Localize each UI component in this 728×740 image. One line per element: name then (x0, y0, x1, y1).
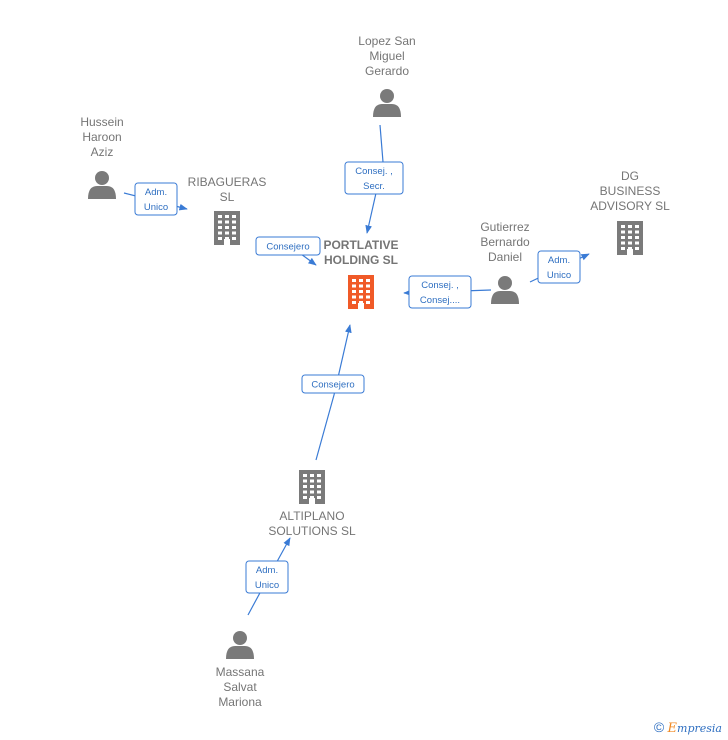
building-icon (617, 221, 643, 255)
building-icon (214, 211, 240, 245)
edge-label-text: Consejero (311, 380, 354, 391)
node-label: RIBAGUERAS (188, 175, 267, 189)
edge-label-text: Unico (255, 580, 279, 591)
edge-ribagueras-to-portlative: Consejero (255, 236, 321, 266)
edge-lopez-to-portlative: Consej. , Secr. (344, 124, 404, 234)
edge-label-text: Consej. , (355, 166, 393, 177)
edge-label-box[interactable] (255, 236, 321, 256)
brand-initial: E (667, 721, 678, 736)
edge-label-text: Adm. (548, 255, 570, 266)
edge-hussein-to-ribagueras: Adm. Unico (123, 182, 188, 216)
node-label: Daniel (488, 250, 522, 264)
node-label: Gerardo (365, 64, 409, 78)
edge-label-box[interactable] (245, 560, 289, 594)
node-label: Massana (216, 665, 265, 679)
building-icon (299, 470, 325, 504)
edge-massana-to-altiplano: Adm. Unico (245, 537, 291, 616)
edge-label-box[interactable] (537, 250, 581, 284)
node-label: Haroon (82, 130, 121, 144)
copyright-symbol: © (653, 719, 665, 735)
node-label: Miguel (369, 49, 404, 63)
person-icon (491, 276, 519, 304)
node-label: Aziz (91, 145, 114, 159)
brand-name: mpresia (677, 722, 722, 735)
person-icon (226, 631, 254, 659)
edge-gutierrez-to-dg: Adm. Unico (529, 250, 590, 284)
edge-label-text: Unico (144, 202, 168, 213)
edge-label-text: Consejero (266, 242, 309, 253)
node-label: DG (621, 169, 639, 183)
node-label: Hussein (80, 115, 123, 129)
building-icon (348, 275, 374, 309)
edge-gutierrez-to-portlative: Consej. , Consej.... (403, 275, 492, 309)
node-label: Salvat (223, 680, 257, 694)
edge-label-box[interactable] (344, 161, 404, 195)
edge-label-text: Adm. (145, 187, 167, 198)
node-label: BUSINESS (600, 184, 661, 198)
person-icon (88, 171, 116, 199)
node-label: HOLDING SL (324, 253, 398, 267)
empresia-watermark: © Empresia (654, 719, 722, 736)
node-label: Mariona (218, 695, 262, 709)
edge-label-box[interactable] (301, 374, 365, 394)
node-label: Bernardo (480, 235, 530, 249)
edge-label-text: Consej. , (421, 280, 459, 291)
person-icon (373, 89, 401, 117)
edge-altiplano-to-portlative: Consejero (301, 324, 365, 461)
edge-label-text: Adm. (256, 565, 278, 576)
node-label: SOLUTIONS SL (268, 524, 356, 538)
edge-label-text: Secr. (363, 181, 385, 192)
edge-label-box[interactable] (134, 182, 178, 216)
node-label: Gutierrez (480, 220, 529, 234)
node-label: PORTLATIVE (323, 238, 398, 252)
edge-line (315, 324, 352, 461)
edge-label-box[interactable] (408, 275, 472, 309)
node-label: ADVISORY SL (590, 199, 670, 213)
node-label: ALTIPLANO (279, 509, 344, 523)
node-label: Lopez San (358, 34, 415, 48)
node-label: SL (220, 190, 235, 204)
edge-label-text: Consej.... (420, 295, 460, 306)
edge-label-text: Unico (547, 270, 571, 281)
